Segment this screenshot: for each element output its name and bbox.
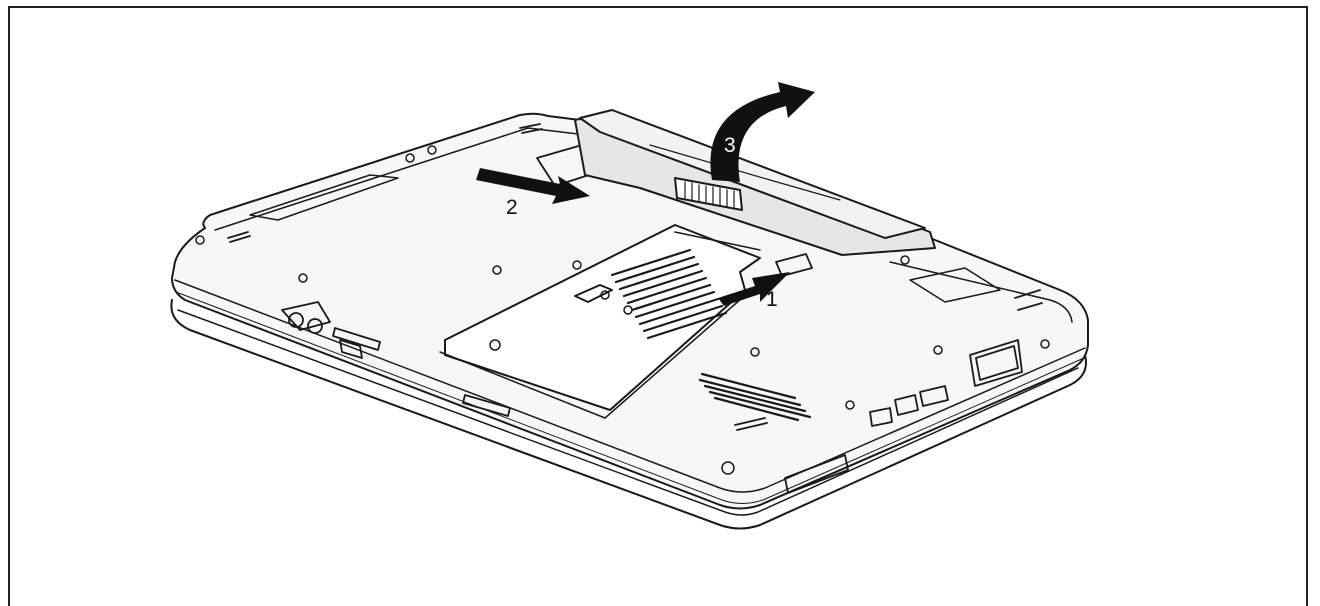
cover-top-slot [674,231,761,251]
battery-front [639,187,843,256]
left-vent-small [227,123,1043,431]
lid-seam-2 [175,291,1085,504]
memory-cover-edge [439,297,743,419]
cover-vent-grille [610,248,728,340]
side-ports [281,301,1023,494]
cover-slot [574,284,613,303]
battery-connector-pins [684,181,735,208]
left-inset [249,174,399,221]
panel-inner-contour [214,127,579,231]
right-vent-grille [698,372,812,422]
memory-cover [444,224,761,411]
step-label-2: 2 [506,196,518,219]
panel-right-contour [889,261,1073,323]
laptop-base-edge-inner [177,309,1079,516]
arrow-1 [718,272,790,306]
step-label-1: 1 [766,288,778,311]
battery-latch-2 [775,253,813,277]
screws [195,145,1050,475]
arrow-2 [476,168,590,204]
right-inset [909,267,1001,303]
laptop-base-edge [170,299,1087,530]
step-label-3: 3 [724,134,736,157]
lid-seam [174,279,1086,493]
battery-ridge [649,144,841,201]
arrow-3 [710,82,815,182]
battery-top [579,109,926,239]
